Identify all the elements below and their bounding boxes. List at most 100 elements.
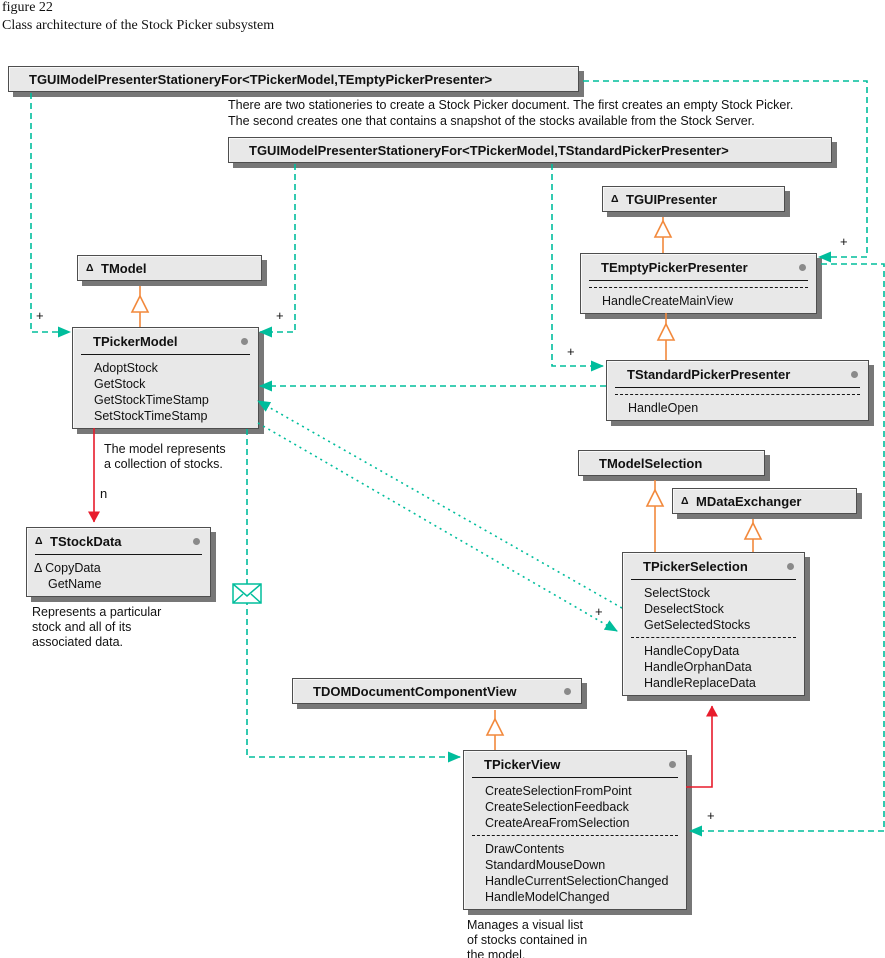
class-title-label: TEmptyPickerPresenter xyxy=(601,259,748,275)
method-label: Δ CopyData xyxy=(34,561,101,575)
method-label: HandleCreateMainView xyxy=(602,294,734,308)
ref-tempty-to-tpickerview xyxy=(689,263,885,837)
method-label: HandleOpen xyxy=(628,401,699,415)
method-label: CreateSelectionFromPoint xyxy=(485,784,632,798)
class-mdataexchanger: Δ MDataExchanger xyxy=(672,488,857,514)
dot-icon xyxy=(564,687,571,695)
abstract-delta-icon: Δ xyxy=(681,495,689,507)
class-title-label: TPickerSelection xyxy=(643,558,748,574)
dot-icon xyxy=(193,537,200,545)
plus-label: + xyxy=(276,308,284,323)
class-title: Δ TModel xyxy=(78,256,261,280)
class-title-label: TPickerView xyxy=(484,756,561,772)
method-label: DrawContents xyxy=(485,842,565,856)
stockdata-annotation: Represents a particular stock and all of… xyxy=(32,605,162,649)
class-title-label: TModel xyxy=(101,260,147,276)
abstract-delta-icon: Δ xyxy=(86,262,94,274)
class-title: TEmptyPickerPresenter xyxy=(581,254,816,280)
method-section: HandleOpen xyxy=(607,395,868,420)
class-tmodelselection: TModelSelection xyxy=(578,450,765,476)
class-title: TPickerView xyxy=(464,751,686,777)
method-label: GetStockTimeStamp xyxy=(94,393,209,407)
method-label: StandardMouseDown xyxy=(485,858,606,872)
dot-icon xyxy=(799,263,806,271)
own-tpickerview-to-tpickerselection xyxy=(686,705,718,788)
method-label: HandleCurrentSelectionChanged xyxy=(485,874,669,888)
envelope-icon xyxy=(232,583,262,604)
separator xyxy=(35,554,202,555)
method-section: HandleCreateMainView xyxy=(581,288,816,313)
class-title: TDOMDocumentComponentView xyxy=(293,679,581,703)
class-title: Δ TGUIPresenter xyxy=(603,187,784,211)
ref-tpickerselection-to-tpickermodel xyxy=(257,400,623,609)
class-title: TGUIModelPresenterStationeryFor<TPickerM… xyxy=(229,138,831,162)
method-label: HandleOrphanData xyxy=(644,660,752,674)
class-tstandardpickerpresenter: TStandardPickerPresenter HandleOpen xyxy=(606,360,869,421)
method-label: HandleCopyData xyxy=(644,644,740,658)
dot-icon xyxy=(787,562,794,570)
dashed-separator xyxy=(472,835,678,836)
reference-connectors-dotted xyxy=(257,400,623,632)
class-tdomdocumentcomponentview: TDOMDocumentComponentView xyxy=(292,678,582,704)
model-annotation: The model represents a collection of sto… xyxy=(104,442,226,471)
class-title: TModelSelection xyxy=(579,451,764,475)
class-temptypickerpresenter: TEmptyPickerPresenter HandleCreateMainVi… xyxy=(580,253,817,314)
plus-label: + xyxy=(707,808,715,823)
method-label: AdoptStock xyxy=(94,361,158,375)
method-label: HandleModelChanged xyxy=(485,890,610,904)
class-title: TGUIModelPresenterStationeryFor<TPickerM… xyxy=(9,67,578,91)
class-tguipresenter: Δ TGUIPresenter xyxy=(602,186,785,212)
ref-tpickermodel-to-tpickerselection xyxy=(257,422,618,632)
class-title-label: TStandardPickerPresenter xyxy=(627,366,791,382)
class-title-label: MDataExchanger xyxy=(696,493,802,509)
ref-tpickermodel-to-tpickerview xyxy=(246,429,461,763)
class-title-label: TDOMDocumentComponentView xyxy=(313,683,517,699)
figure-caption: Class architecture of the Stock Picker s… xyxy=(2,18,275,33)
class-title-label: TGUIModelPresenterStationeryFor<TPickerM… xyxy=(249,142,729,158)
class-title-label: TModelSelection xyxy=(599,455,703,471)
abstract-delta-icon: Δ xyxy=(611,193,619,205)
method-label: HandleReplaceData xyxy=(644,676,756,690)
plus-label: + xyxy=(36,308,44,323)
class-stationery-standard: TGUIModelPresenterStationeryFor<TPickerM… xyxy=(228,137,832,163)
figure-label: figure 22 xyxy=(2,0,53,15)
abstract-delta-icon: Δ xyxy=(35,535,43,547)
class-title: TPickerSelection xyxy=(623,553,804,579)
pickerview-annotation: Manages a visual list of stocks containe… xyxy=(467,918,588,958)
method-label: CreateAreaFromSelection xyxy=(485,816,630,830)
class-stationery-empty: TGUIModelPresenterStationeryFor<TPickerM… xyxy=(8,66,579,92)
method-label: GetName xyxy=(48,577,102,591)
method-label: DeselectStock xyxy=(644,602,724,616)
class-title-label: TGUIModelPresenterStationeryFor<TPickerM… xyxy=(29,71,493,87)
plus-label: + xyxy=(840,234,848,249)
class-tmodel: Δ TModel xyxy=(77,255,262,281)
method-label: CreateSelectionFeedback xyxy=(485,800,629,814)
dot-icon xyxy=(669,760,676,768)
class-title-label: TGUIPresenter xyxy=(626,191,718,207)
dot-icon xyxy=(851,370,858,378)
method-label: SelectStock xyxy=(644,586,711,600)
ref-stationery1-to-tpickermodel xyxy=(30,93,71,338)
separator xyxy=(81,354,250,355)
plus-label: + xyxy=(567,344,575,359)
dot-icon xyxy=(241,337,248,345)
class-title-label: TPickerModel xyxy=(93,333,178,349)
ownership-connectors xyxy=(88,428,718,788)
class-title: TPickerModel xyxy=(73,328,258,354)
method-label: SetStockTimeStamp xyxy=(94,409,208,423)
method-label: GetStock xyxy=(94,377,146,391)
multiplicity-n-label: n xyxy=(100,486,108,501)
stationery-note: There are two stationeries to create a S… xyxy=(228,98,794,128)
class-title: TStandardPickerPresenter xyxy=(607,361,868,387)
